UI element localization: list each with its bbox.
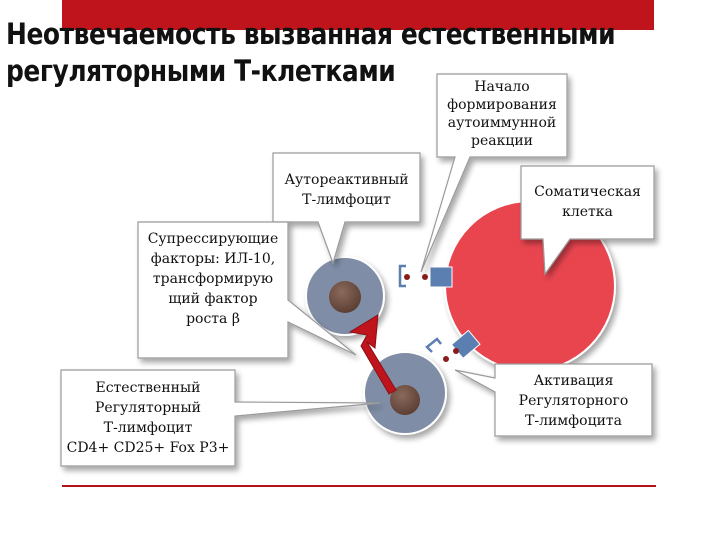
callout-suppressive-box: [137, 221, 357, 359]
receptor-complex-lower: [425, 329, 481, 362]
callout-autoimmune-start-box: [420, 73, 568, 273]
callout-somatic-cell: Соматическая клетка: [534, 184, 641, 220]
suppression-arrow: [348, 314, 397, 395]
callout-activation-box: [454, 363, 653, 437]
autoreactive-nucleus: [329, 281, 361, 313]
title-line-2: регуляторными Т-клетками: [6, 54, 396, 88]
callout-treg-activation: Активация Регуляторного Т-лимфоцита: [518, 373, 629, 429]
callout-autoimmune-start: Начало формирования аутоиммунной реакции: [447, 79, 557, 149]
callout-somatic-box: [520, 165, 655, 276]
regulatory-nucleus: [390, 385, 420, 415]
title-accent-bar: [62, 0, 654, 30]
title-line-1: Неотвечаемость вызванная естественными: [6, 17, 616, 51]
antigen-dot-upper-1: [404, 274, 410, 280]
callout-natural-treg-box: [60, 369, 381, 467]
antigen-dot-lower-2: [453, 348, 459, 354]
callout-natural-treg: Естественный Регуляторный Т-лимфоцит CD4…: [66, 380, 230, 456]
receptor-complex-upper: [398, 264, 453, 288]
bottom-divider: [62, 485, 656, 487]
antigen-dot-upper-2: [422, 274, 428, 280]
antigen-dot-lower-1: [443, 356, 449, 362]
autoreactive-t-cell: [305, 256, 385, 336]
callout-autoreactive-lymphocyte: Аутореактивный Т-лимфоцит: [284, 172, 409, 208]
mhc-receptor-upper: [429, 266, 453, 288]
callout-suppressive-factors: Супрессирующие факторы: ИЛ-10, трансформ…: [147, 231, 279, 327]
